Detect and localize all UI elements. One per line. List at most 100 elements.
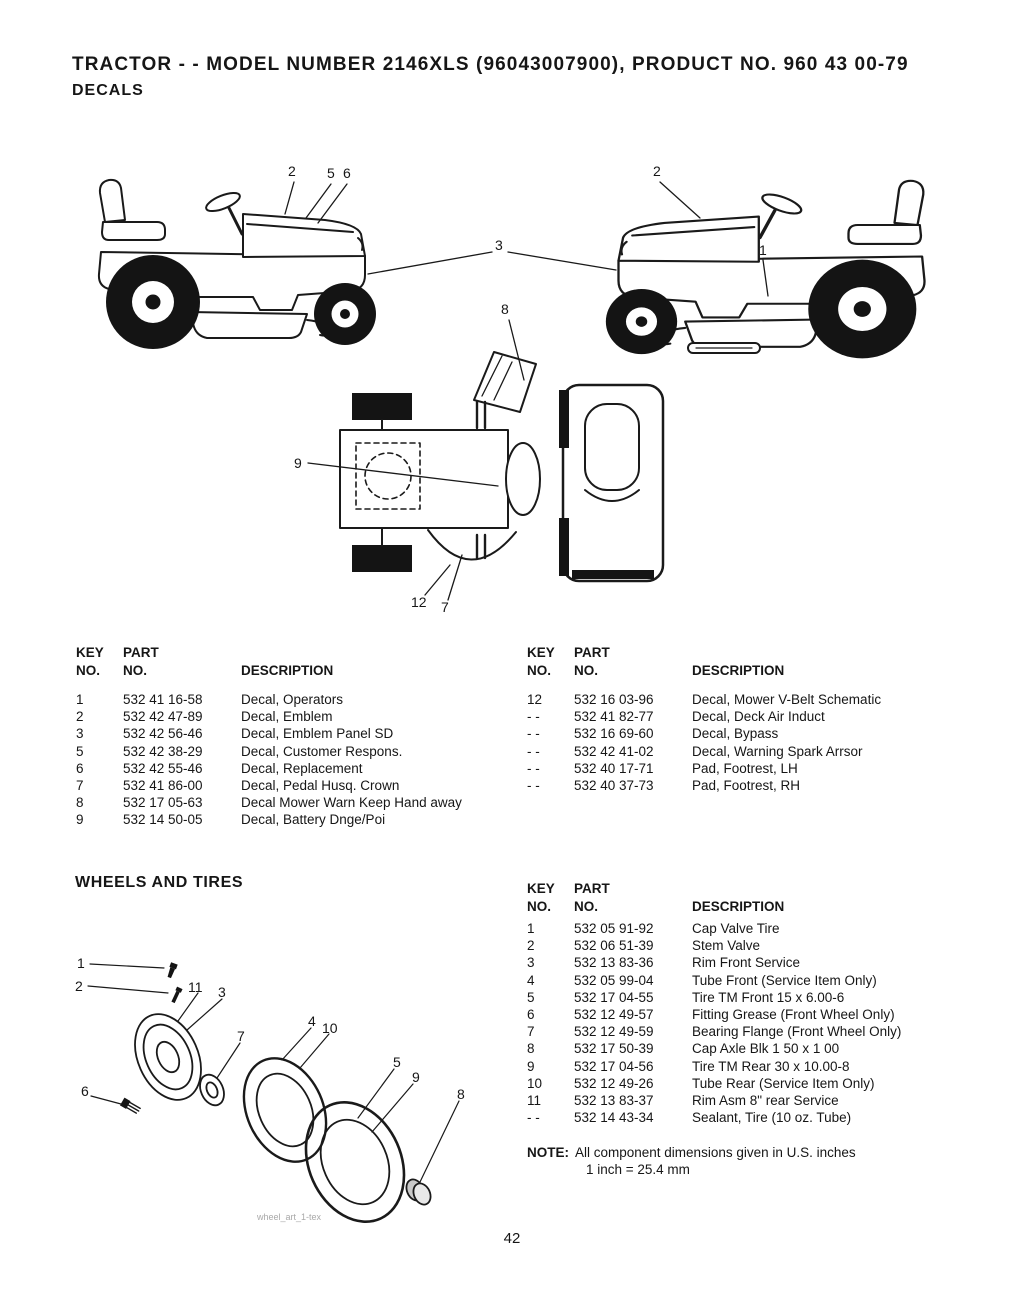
key-no: - - [527,760,540,776]
callout-w4: 4 [308,1013,316,1029]
part-no: 532 42 41-02 [574,743,654,759]
table-row: 6 532 12 49-57 Fitting Grease (Front Whe… [527,1006,997,1023]
description: Bearing Flange (Front Wheel Only) [692,1024,902,1040]
key-no: - - [527,778,540,794]
callout-w9: 9 [412,1069,420,1085]
callout-7: 7 [441,599,449,615]
key-no: 9 [76,812,84,828]
key-no: 6 [527,1007,535,1023]
page-title: TRACTOR - - MODEL NUMBER 2146XLS (960430… [72,54,909,75]
description: Decal, Emblem Panel SD [241,726,394,742]
wheel-leader-lines [87,963,460,1183]
table-row: 12 532 16 03-96 Decal, Mower V-Belt Sche… [527,691,977,708]
callout-9: 9 [294,455,302,471]
callout-w3: 3 [218,984,226,1000]
key-no: 7 [527,1024,535,1040]
callout-6: 6 [343,165,351,181]
part-no: 532 14 43-34 [574,1110,654,1126]
table-row: - - 532 16 69-60 Decal, Bypass [527,725,977,742]
table-row: 8 532 17 50-39 Cap Axle Blk 1 50 x 1 00 [527,1040,997,1057]
description: Decal, Pedal Husq. Crown [241,778,400,794]
key-no: 1 [76,692,84,707]
description: Decal, Bypass [692,726,779,742]
rear-tire-illustration [304,1101,406,1223]
table-row: 3 532 13 83-36 Rim Front Service [527,954,997,971]
callout-3: 3 [495,237,503,253]
tractor-right-illustration [604,179,927,361]
key-no: 3 [527,955,535,971]
table-row: 4 532 05 99-04 Tube Front (Service Item … [527,972,997,989]
page-number: 42 [503,1230,521,1247]
part-no: 532 12 49-59 [574,1024,654,1040]
tractor-top-view-illustration [339,351,665,583]
part-no: 532 12 49-57 [574,1007,654,1023]
key-no: 7 [76,778,84,794]
table-row: 2 532 42 47-89 Decal, Emblem [76,708,521,725]
callout-w6: 6 [81,1083,89,1099]
callout-12: 12 [411,594,427,610]
description: Decal, Deck Air Induct [692,709,825,725]
table-row: 9 532 17 04-56 Tire TM Rear 30 x 10.00-8 [527,1058,997,1075]
callout-w10: 10 [322,1020,338,1036]
section-heading-wheels: WHEELS AND TIRES [75,874,244,891]
description: Decal, Emblem [241,709,333,725]
part-no: 532 17 05-63 [123,795,203,811]
description: Decal, Battery Dnge/Poi [241,812,386,828]
part-no: 532 06 51-39 [574,938,654,954]
key-no: 6 [76,760,84,776]
key-no: 8 [76,795,84,811]
part-no: 532 05 91-92 [574,921,654,936]
key-no: 3 [76,726,84,742]
bearing-flange-illustration [199,1073,225,1107]
callout-5: 5 [327,165,335,181]
key-no: 1 [527,921,535,936]
key-no: 9 [527,1058,535,1074]
key-no: 2 [527,938,535,954]
callout-1: 1 [759,242,767,258]
key-no: 10 [527,1075,543,1091]
table-row: 8 532 17 05-63 Decal Mower Warn Keep Han… [76,794,521,811]
note-text: All component dimensions given in U.S. i… [575,1145,856,1160]
description: Decal, Operators [241,692,344,707]
part-no: 532 17 04-56 [574,1058,654,1074]
description: Stem Valve [692,938,761,954]
key-no: 2 [76,709,84,725]
footrest-pad-illustration [687,342,761,354]
description: Cap Axle Blk 1 50 x 1 00 [692,1041,840,1057]
part-no: 532 17 04-55 [574,989,654,1005]
table-row: 9 532 14 50-05 Decal, Battery Dnge/Poi [76,811,521,828]
key-no: 5 [76,743,84,759]
valve-cap-illustration [167,962,178,979]
axle-cap-illustration [405,1178,432,1206]
description: Sealant, Tire (10 oz. Tube) [692,1110,852,1126]
dimensions-note: NOTE:All component dimensions given in U… [527,1144,977,1178]
part-no: 532 16 03-96 [574,692,654,707]
part-no: 532 41 86-00 [123,778,203,794]
description: Cap Valve Tire [692,921,780,936]
part-no: 532 17 50-39 [574,1041,654,1057]
table-row: - - 532 40 17-71 Pad, Footrest, LH [527,760,977,777]
callout-w7: 7 [237,1028,245,1044]
table-row: - - 532 14 43-34 Sealant, Tire (10 oz. T… [527,1109,997,1126]
front-tire-illustration [242,1057,328,1163]
callout-leader-lines [284,181,769,601]
grease-fitting-illustration [119,1097,141,1114]
description: Rim Front Service [692,955,801,971]
table-row: 5 532 17 04-55 Tire TM Front 15 x 6.00-6 [527,989,997,1006]
key-no: - - [527,1110,540,1126]
table-row: 10 532 12 49-26 Tube Rear (Service Item … [527,1075,997,1092]
section-heading-decals: DECALS [72,82,144,99]
key-no: 11 [527,1093,542,1109]
description: Decal, Replacement [241,760,363,776]
description: Rim Asm 8" rear Service [692,1093,839,1109]
part-no: 532 05 99-04 [574,972,654,988]
table-row: 1 532 41 16-58 Decal, Operators [76,691,521,708]
valve-stem-illustration [171,986,183,1004]
part-no: 532 13 83-37 [574,1093,654,1109]
part-no: 532 40 37-73 [574,778,654,794]
part-no: 532 12 49-26 [574,1075,654,1091]
